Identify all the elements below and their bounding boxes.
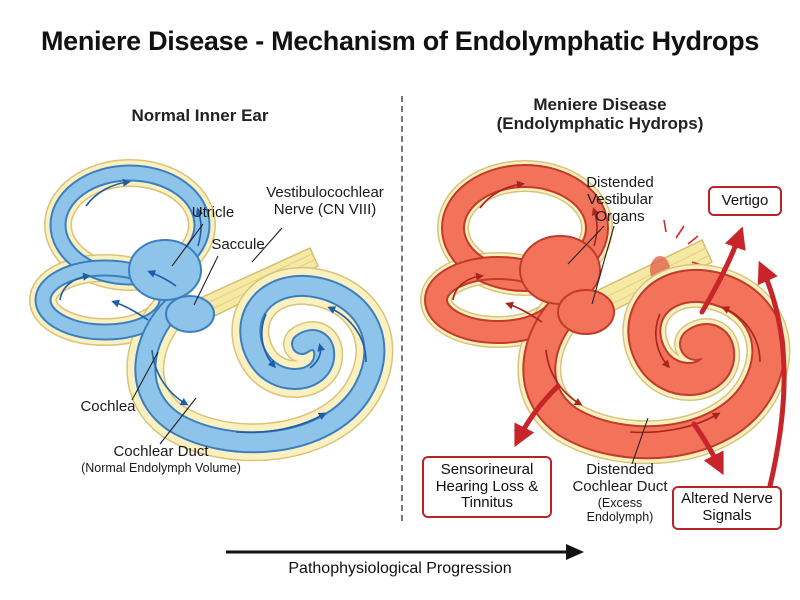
arrow-nerve-to-vertigo: [757, 260, 787, 489]
vertigo-label: Vertigo: [721, 191, 769, 209]
distended-vestibular-label: Distended Vestibular Organs: [570, 174, 670, 225]
arrow-to-vertigo: [699, 226, 746, 315]
hearing-line1: Sensorineural: [440, 460, 534, 478]
distended-line3: Organs: [595, 207, 645, 225]
hearing-loss-box: Sensorineural Hearing Loss & Tinnitus: [422, 456, 552, 518]
utricle-label: Utricle: [191, 204, 235, 221]
distended-line1: Distended: [586, 174, 654, 191]
hydrops-duct-line3: (Excess: [597, 495, 643, 510]
hydrops-duct-line4: Endolymph): [586, 509, 654, 524]
hydrops-duct-line2: Cochlear Duct: [572, 477, 668, 495]
hydrops-heading-line2: (Endolymphatic Hydrops): [496, 114, 704, 134]
hydrops-inner-ear: [420, 160, 791, 465]
vertigo-box: Vertigo: [708, 186, 782, 216]
distended-line2: Vestibular: [587, 190, 653, 208]
panel-divider: [401, 96, 403, 521]
normal-inner-ear: [29, 159, 394, 462]
hydrops-leader-lines: [567, 225, 649, 465]
hydrops-heading: Meniere Disease (Endolymphatic Hydrops): [480, 95, 720, 133]
nerve-signals-line2: Signals: [702, 507, 752, 524]
normal-duct-line2: (Normal Endolymph Volume): [81, 460, 241, 475]
normal-cochlear-duct-label: Cochlear Duct (Normal Endolymph Volume): [36, 443, 286, 475]
hearing-line3: Tinnitus: [461, 494, 513, 512]
normal-heading: Normal Inner Ear: [131, 106, 269, 125]
nerve-label: Vestibulocochlear Nerve (CN VIII): [250, 184, 400, 219]
hearing-line2: Hearing Loss &: [435, 477, 539, 495]
distended-cochlear-duct-label: Distended Cochlear Duct (Excess Endolymp…: [558, 461, 682, 524]
normal-leader-lines: [131, 223, 283, 445]
consequence-arrows: [514, 226, 787, 489]
nerve-label-line2: Nerve (CN VIII): [273, 200, 377, 218]
altered-nerve-signals-box: Altered Nerve Signals: [672, 486, 782, 530]
saccule-label: Saccule: [211, 236, 265, 253]
nerve-label-line1: Vestibulocochlear: [266, 184, 384, 201]
hydrops-heading-line1: Meniere Disease: [533, 95, 667, 114]
arrow-to-hearing-loss: [514, 383, 561, 448]
page-title: Meniere Disease - Mechanism of Endolymph…: [40, 26, 760, 56]
hydrops-duct-line1: Distended: [586, 461, 654, 478]
normal-duct-line1: Cochlear Duct: [113, 443, 209, 460]
hydrops-membranous-labyrinth: [424, 164, 786, 460]
hydrops-endolymph-flow-arrows: [452, 180, 761, 434]
arrow-to-altered-nerve-signals: [691, 421, 724, 476]
cochlea-label: Cochlea: [80, 398, 136, 415]
nerve-signals-line1: Altered Nerve: [681, 490, 773, 508]
progression-label: Pathophysiological Progression: [288, 560, 512, 577]
